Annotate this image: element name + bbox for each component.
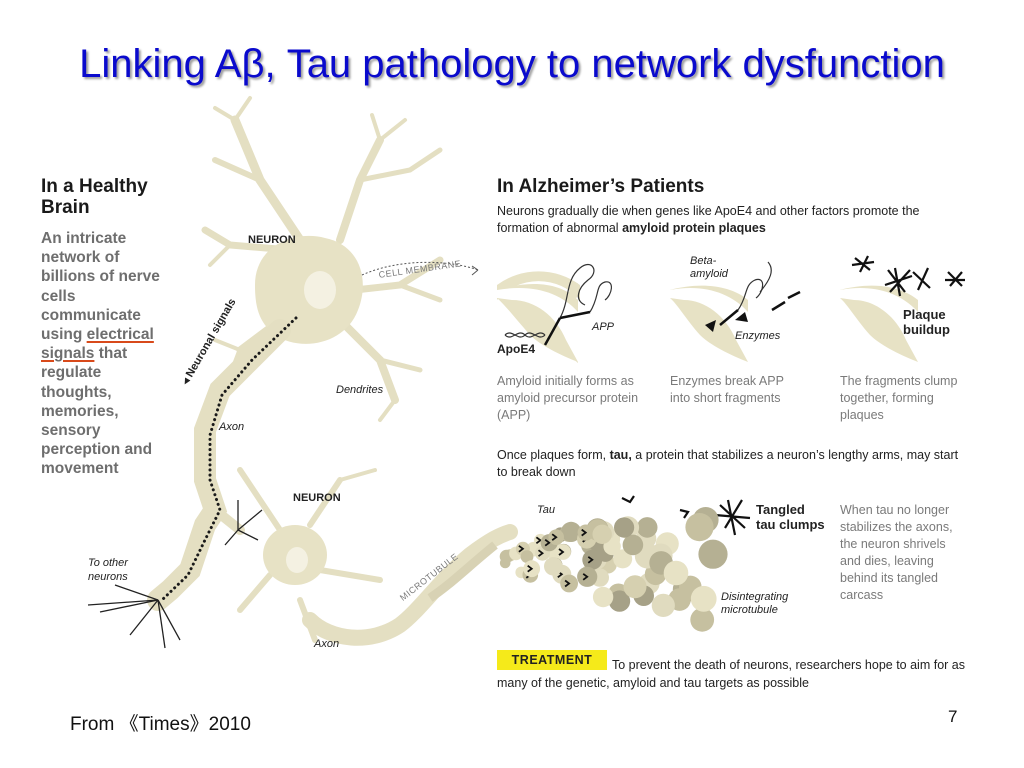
tau-fragment <box>535 536 542 545</box>
microtubule-fragment <box>690 607 715 632</box>
microtubule-fragment <box>592 524 612 544</box>
tau-fragment <box>558 548 565 556</box>
microtubule-fragment <box>698 539 728 569</box>
to-other-neurons-label: To other neurons <box>88 557 128 583</box>
microtubule-fragment <box>613 549 633 569</box>
tau-fragment <box>551 533 558 541</box>
intro-text: Neurons gradually die when genes like Ap… <box>497 204 920 235</box>
healthy-desc-text-end: that regulate thoughts, memories, sensor… <box>41 345 153 478</box>
slide-title: Linking Aβ, Tau pathology to network dys… <box>79 42 945 86</box>
tau-fragment <box>527 564 534 573</box>
microtubule-fragment <box>614 517 635 538</box>
beta-amyloid-label: Beta-amyloid <box>690 255 728 280</box>
neuron-label-bottom: NEURON <box>293 492 341 504</box>
neuron-label-top: NEURON <box>248 234 296 246</box>
plaque-buildup-label: Plaque buildup <box>903 307 950 337</box>
tau-bold: tau, <box>609 448 632 462</box>
app-label: APP <box>592 321 615 333</box>
dendrites-label: Dendrites <box>336 384 384 396</box>
axon-label-top: Axon <box>219 421 245 433</box>
panel-1-caption: Amyloid initially forms as amyloid precu… <box>497 374 639 422</box>
tau-fragment <box>564 579 571 588</box>
alzheimers-heading: In Alzheimer’s Patients <box>497 176 705 197</box>
tangled-tau-label: Tangled tau clumps <box>756 502 825 532</box>
microtubule-fragment <box>663 560 689 586</box>
disintegrating-label: Disintegrating microtubule <box>721 591 789 616</box>
tau-fragment <box>537 549 544 557</box>
treatment-text: To prevent the death of neurons, researc… <box>497 658 965 690</box>
microtubule-fragment <box>685 513 714 542</box>
tau-description: Once plaques form, tau, a protein that s… <box>497 447 967 481</box>
microtubule-fragment <box>499 557 511 569</box>
tau-fragment <box>518 545 525 553</box>
tau-fragment <box>587 556 594 564</box>
panel-2-caption: Enzymes break APP into short fragments <box>670 374 784 405</box>
tau-label: Tau <box>537 504 555 516</box>
tau-text: Once plaques form, <box>497 448 610 462</box>
footer-source: From 《Times》2010 <box>70 714 251 735</box>
microtubule-fragment <box>623 575 647 599</box>
tau-text-end: a protein that stabilizes a neuron’s len… <box>497 448 959 479</box>
microtubule-fragment <box>520 550 534 563</box>
panel-3-caption: The fragments clump together, forming pl… <box>840 374 958 422</box>
microtubule-fragment <box>561 521 582 543</box>
intro-bold: amyloid protein plaques <box>622 221 766 235</box>
microtubule-fragment <box>608 590 631 612</box>
microtubule-fragment <box>690 585 717 612</box>
treatment-badge: TREATMENT <box>497 650 607 670</box>
enzymes-label: Enzymes <box>735 330 781 342</box>
axon-label-bottom: Axon <box>314 638 340 650</box>
apoe4-label: ApoE4 <box>497 342 536 356</box>
microtubule-fragment <box>622 534 644 556</box>
healthy-brain-description: An intricate network of billions of nerv… <box>41 229 166 479</box>
tau-caption: When tau no longer stabilizes the axons,… <box>840 503 953 602</box>
tau-fragment <box>544 538 551 547</box>
electrical-signals-underline: electrical signals <box>41 326 154 363</box>
microtubule-fragment <box>651 593 675 618</box>
tau-fragment <box>582 573 589 581</box>
alzheimers-intro: Neurons gradually die when genes like Ap… <box>497 203 937 237</box>
microtubule-fragment <box>636 517 658 538</box>
microtubule-fragment <box>544 557 563 576</box>
slide-number: 7 <box>948 707 958 726</box>
microtubule-fragment <box>592 586 614 608</box>
tau-fragment <box>581 528 588 537</box>
healthy-desc-text: An intricate network of billions of nerv… <box>41 230 160 344</box>
healthy-brain-heading: In a Healthy Brain <box>41 176 148 218</box>
